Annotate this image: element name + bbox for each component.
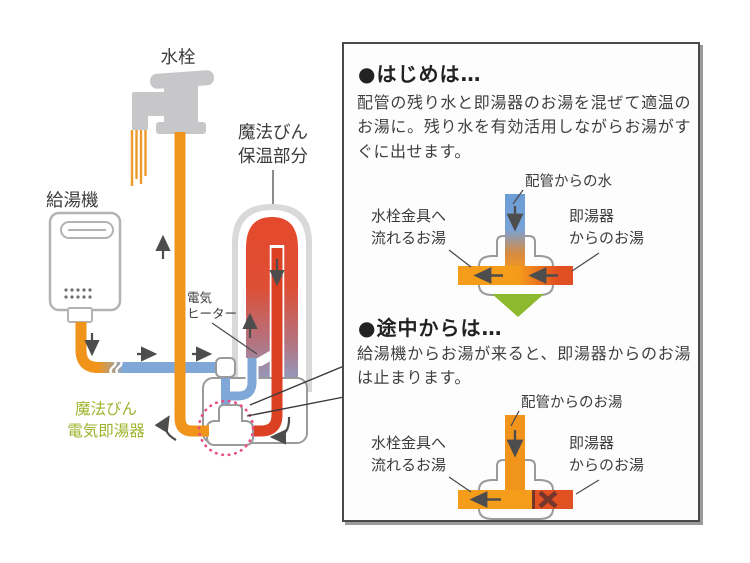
water-stream-icon [130,130,147,186]
tank-label-line2: 保温部分 [238,147,308,167]
unit-label-line2: 電気即湯器 [67,422,145,440]
electric-heater-pointer-line [211,322,258,355]
cold-inlet-pipe [505,194,525,268]
diagram-flow-arrows [469,430,524,508]
flow-arrows [84,234,291,445]
diagram1-right-label-line2: からのお湯 [569,229,644,247]
heater-label: 給湯機 [46,191,99,211]
faucet-supply-pipe [174,132,209,437]
diagram-midway: 配管からのお湯 水栓金具へ 流れるお湯 即湯器 からのお湯 [371,394,644,520]
valve-highlight-circle [197,399,255,457]
system-diagram: 水栓 給湯機 魔法びん 保温部分 [46,48,345,457]
electric-heater-label-line2: ヒーター [187,306,237,321]
result-triangle-icon [492,294,544,317]
section-midway-heading: ●途中からは… [358,316,503,340]
diagram2-left-pointer [448,476,472,493]
section-initial-heading: ●はじめは… [358,62,482,86]
section-initial-body: 配管の残り水と即湯器のお湯を混ぜて適温のお湯に。残り水を有効活用しながらお湯がす… [357,93,691,161]
blocked-x-icon [538,490,558,509]
diagram2-top-pointer [510,410,520,427]
tank-label-line1: 魔法びん [238,123,308,143]
diagram1-right-label-line1: 即湯器 [569,207,614,225]
diagram1-right-pointer [571,252,600,272]
tank-feed-pipe [227,358,257,401]
faucet-label: 水栓 [161,48,196,68]
heater-outlet-pipe [75,322,112,373]
diagram2-right-label-line1: 即湯器 [569,434,614,452]
diagram2-right-label-line2: からのお湯 [569,456,644,474]
diagram2-right-pointer [575,479,600,495]
unit-label-line1: 魔法びん [75,400,137,418]
faucet-icon [132,70,215,134]
diagram1-top-label: 配管からの水 [525,173,612,190]
diagram2-left-label-line1: 水栓金具へ [371,434,446,452]
diagram1-left-label-line1: 水栓金具へ [371,207,446,225]
callout-connector-lines [246,365,345,417]
hot-water-pipe [243,248,283,437]
diagram1-left-label-line2: 流れるお湯 [371,229,446,247]
diagram2-left-label-line2: 流れるお湯 [371,456,446,474]
water-heater-unit [48,211,122,323]
diagram2-top-label: 配管からのお湯 [521,394,623,411]
detail-callout-box: ●はじめは… 配管の残り水と即湯器のお湯を混ぜて適温のお湯に。残り水を有効活用し… [342,42,700,522]
valve-divider [532,490,535,509]
mixing-valve [206,404,254,446]
pipe-connector [215,357,236,378]
diagram1-left-pointer [448,249,472,268]
electric-heater-label-line1: 電気 [187,290,212,305]
heater-vent-dots [64,288,92,299]
diagram-flow-arrows [473,206,558,284]
diagram1-top-pointer [512,189,524,205]
pipe-break-icon [109,358,123,376]
diagram-initial: 配管からの水 水栓金具へ 流れるお湯 即湯器 からのお湯 [371,173,644,317]
section-midway-body: 給湯機からお湯が来ると、即湯器からのお湯は止まります。 [357,344,691,388]
